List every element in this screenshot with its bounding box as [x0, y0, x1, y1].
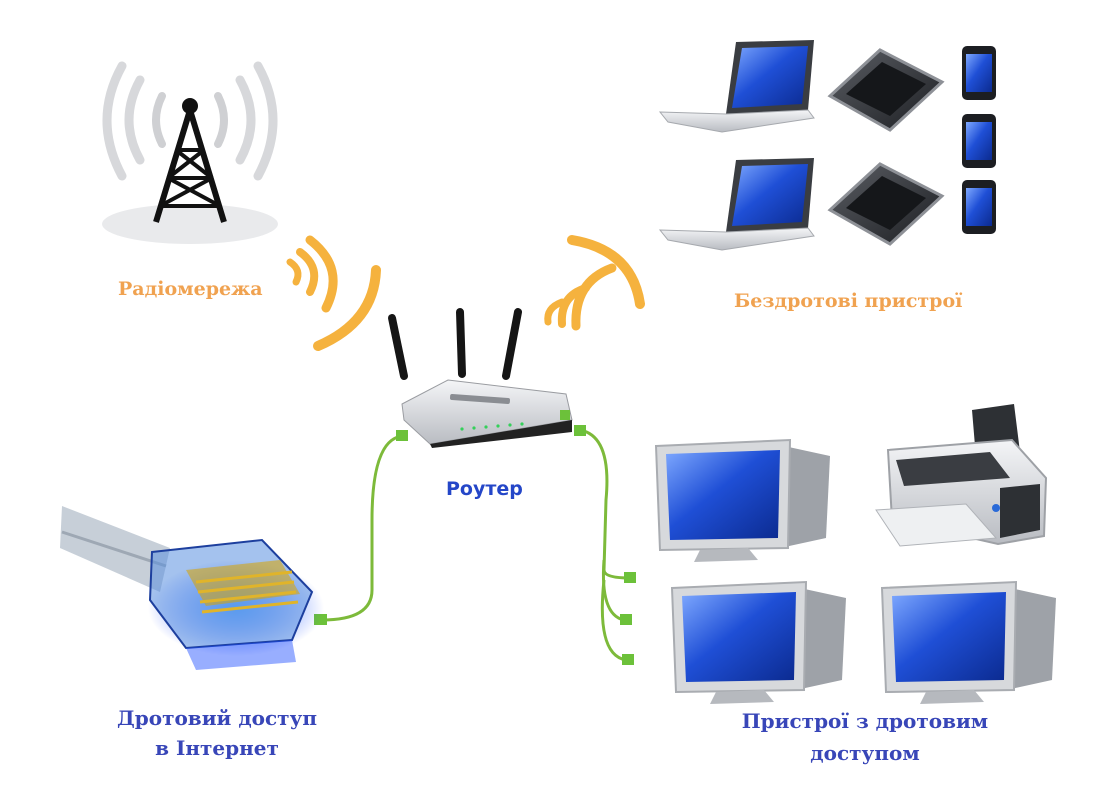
printer-icon [875, 404, 1048, 547]
router-icon [388, 308, 573, 448]
ethernet-cable [321, 428, 631, 662]
laptop-icon [658, 158, 815, 251]
radio-network-label: Радіомережа [118, 278, 263, 300]
cable-connector [620, 614, 632, 625]
laptop-icon [658, 40, 815, 133]
desktop-monitor-icon [880, 580, 1056, 704]
cable-connector [396, 430, 408, 441]
radio-tower-icon [102, 61, 278, 244]
tablet-icon [827, 162, 945, 246]
desktop-monitor-icon [670, 580, 846, 704]
wireless-devices-label: Бездротові пристрої [734, 290, 963, 312]
smartphone-icon [962, 114, 996, 168]
cable-connector [624, 572, 636, 583]
wired-devices-label-line1: Пристрої з дротовим [741, 709, 989, 733]
desktop-monitor-icon [654, 438, 830, 562]
wired-devices-label: Пристрої з дротовим доступом [720, 705, 1010, 769]
wired-devices-label-line2: доступом [810, 741, 920, 765]
tablet-icon [827, 48, 945, 132]
router-label: Роутер [446, 478, 523, 500]
wifi-wave-icon [544, 235, 645, 331]
cable-connector [622, 654, 634, 665]
cable-connector [574, 425, 586, 436]
wired-internet-label-line1: Дротовий доступ [116, 706, 318, 730]
ethernet-plug-icon [60, 506, 324, 670]
smartphone-icon [962, 46, 996, 100]
wired-internet-label: Дротовий доступ в Інтернет [92, 703, 342, 763]
wifi-wave-icon [286, 235, 381, 351]
smartphone-icon [962, 180, 996, 234]
wired-internet-label-line2: в Інтернет [155, 736, 279, 760]
